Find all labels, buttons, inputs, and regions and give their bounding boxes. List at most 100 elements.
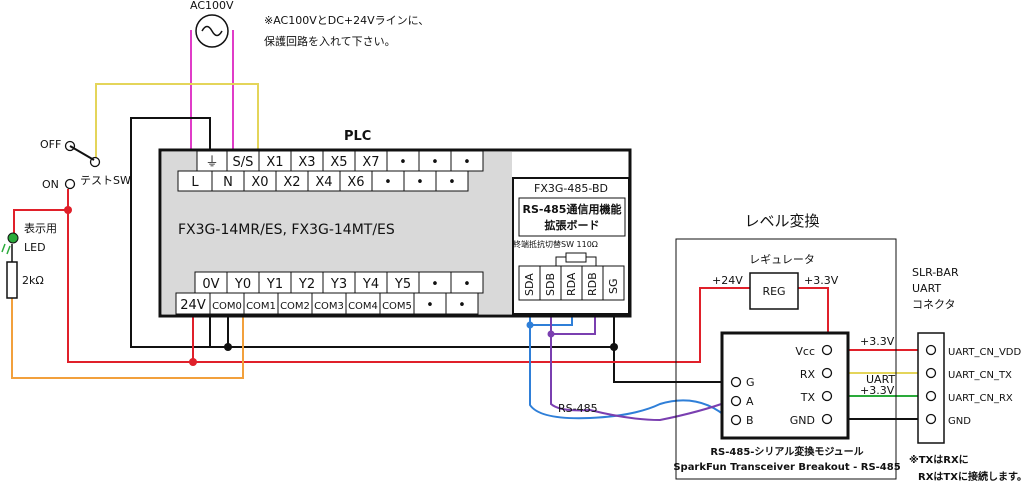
svg-text:•: •	[458, 298, 466, 313]
board-desc-1: RS-485通信用機能	[523, 202, 622, 216]
svg-text:0V: 0V	[202, 277, 219, 292]
plc-output-bottom-row: 24V COM0 COM1 COM2 COM3 COM4 COM5 • •	[175, 292, 479, 315]
switch-name: テストSW	[80, 174, 131, 187]
terminal-cell: •	[371, 170, 405, 192]
terminal-cell: SG	[602, 265, 625, 301]
terminal-cell: X1	[258, 150, 292, 172]
svg-text:X2: X2	[283, 175, 300, 190]
terminal-cell: 24V	[175, 292, 211, 315]
svg-text:24V: 24V	[180, 298, 206, 313]
svg-text:X1: X1	[266, 155, 283, 170]
terminal-cell: Y3	[322, 271, 356, 294]
v24-red-wire	[67, 196, 750, 363]
connector-title-1: SLR-BAR	[912, 266, 959, 279]
terminal-cell: N	[211, 170, 245, 192]
svg-text:X7: X7	[362, 155, 379, 170]
terminal-cell: •	[418, 271, 452, 294]
switch-off-label: OFF	[40, 138, 61, 151]
terminal-cell: COM2	[277, 292, 313, 315]
svg-text:COM5: COM5	[382, 301, 412, 312]
note-line1: ※AC100VとDC+24Vラインに、	[264, 14, 429, 27]
led-orange-wire	[11, 290, 244, 379]
terminal-cell: COM1	[243, 292, 279, 315]
ac-wires	[190, 30, 234, 168]
plc-input-second-row: L N X0 X2 X4 X6 • • •	[177, 170, 469, 192]
terminal-cell: •	[435, 170, 469, 192]
plc-model: FX3G-14MR/ES, FX3G-14MT/ES	[178, 222, 395, 238]
plc-input-top-row: ⏚ S/S X1 X3 X5 X7 • • •	[196, 150, 484, 172]
terminal-cell: COM0	[209, 292, 245, 315]
wire-label-tx: +3.3V	[860, 384, 895, 397]
terminal-cell: SDB	[539, 265, 562, 301]
svg-text:Y1: Y1	[266, 277, 283, 292]
svg-text:•: •	[426, 298, 434, 313]
svg-text:SDA: SDA	[523, 273, 536, 296]
junction-dots	[64, 206, 618, 366]
termination-resistor-icon	[565, 252, 587, 263]
svg-text:X5: X5	[330, 155, 347, 170]
svg-text:UART_CN_RX: UART_CN_RX	[948, 393, 1013, 404]
svg-text:COM1: COM1	[246, 301, 276, 312]
svg-text:RDB: RDB	[586, 272, 599, 296]
terminal-cell: S/S	[226, 150, 260, 172]
svg-text:Y5: Y5	[394, 277, 411, 292]
regulator-out-label: +3.3V	[804, 274, 839, 287]
svg-text:•: •	[399, 155, 407, 170]
svg-text:•: •	[463, 155, 471, 170]
ac-label: AC100V	[190, 0, 234, 12]
level-shift-box	[675, 238, 897, 480]
svg-text:UART_CN_VDD: UART_CN_VDD	[948, 347, 1021, 358]
terminal-cell: Y2	[290, 271, 324, 294]
terminal-cell: 0V	[194, 271, 228, 294]
terminal-cell: Y1	[258, 271, 292, 294]
svg-text:•: •	[431, 155, 439, 170]
svg-text:COM0: COM0	[212, 301, 242, 312]
terminal-cell: SDA	[518, 265, 541, 301]
svg-text:•: •	[384, 175, 392, 190]
svg-text:COM2: COM2	[280, 301, 310, 312]
terminal-cell: X7	[354, 150, 388, 172]
terminal-cell: Y0	[226, 271, 260, 294]
svg-text:COM4: COM4	[348, 301, 378, 312]
terminal-cell: •	[403, 170, 437, 192]
note-line2: 保護回路を入れて下さい。	[264, 34, 396, 48]
svg-text:•: •	[463, 277, 471, 292]
svg-text:•: •	[431, 277, 439, 292]
svg-text:S/S: S/S	[233, 155, 254, 170]
rs485-label: RS-485	[558, 402, 598, 415]
connector-title-3: コネクタ	[912, 298, 956, 311]
terminal-cell: •	[418, 150, 452, 172]
svg-text:•: •	[448, 175, 456, 190]
svg-text:UART_CN_TX: UART_CN_TX	[948, 370, 1012, 381]
svg-text:⏚: ⏚	[205, 155, 218, 170]
terminal-cell: RDB	[581, 265, 604, 301]
regulator-in-label: +24V	[712, 274, 743, 287]
connector-title-2: UART	[912, 282, 941, 295]
led-label-1: 表示用	[24, 221, 57, 235]
connector-note-2: RXはTXに接続します。	[918, 470, 1024, 483]
terminal-cell: X4	[307, 170, 341, 192]
regulator-label: REG	[762, 285, 785, 298]
terminal-cell: Y5	[386, 271, 420, 294]
led-icon	[1, 232, 19, 255]
terminal-cell: L	[177, 170, 213, 192]
terminal-cell: •	[413, 292, 447, 315]
switch-on-label: ON	[42, 178, 59, 191]
terminal-cell: X2	[275, 170, 309, 192]
svg-text:RX: RX	[800, 368, 816, 381]
svg-text:Y3: Y3	[330, 277, 347, 292]
svg-text:N: N	[223, 175, 233, 190]
board-switch-label: 終端抵抗切替SW 110Ω	[513, 239, 598, 249]
board-name: FX3G-485-BD	[534, 182, 608, 195]
svg-text:L: L	[191, 175, 199, 190]
svg-text:A: A	[746, 395, 754, 408]
svg-text:G: G	[746, 376, 755, 389]
svg-text:Y0: Y0	[234, 277, 251, 292]
switch-lever-icon	[69, 145, 95, 161]
terminal-cell: Y4	[354, 271, 388, 294]
svg-text:RDA: RDA	[565, 272, 578, 296]
svg-text:GND: GND	[790, 414, 815, 427]
connector-pins: UART_CN_VDD UART_CN_TX UART_CN_RX GND	[925, 344, 1021, 427]
svg-text:Y4: Y4	[362, 277, 379, 292]
